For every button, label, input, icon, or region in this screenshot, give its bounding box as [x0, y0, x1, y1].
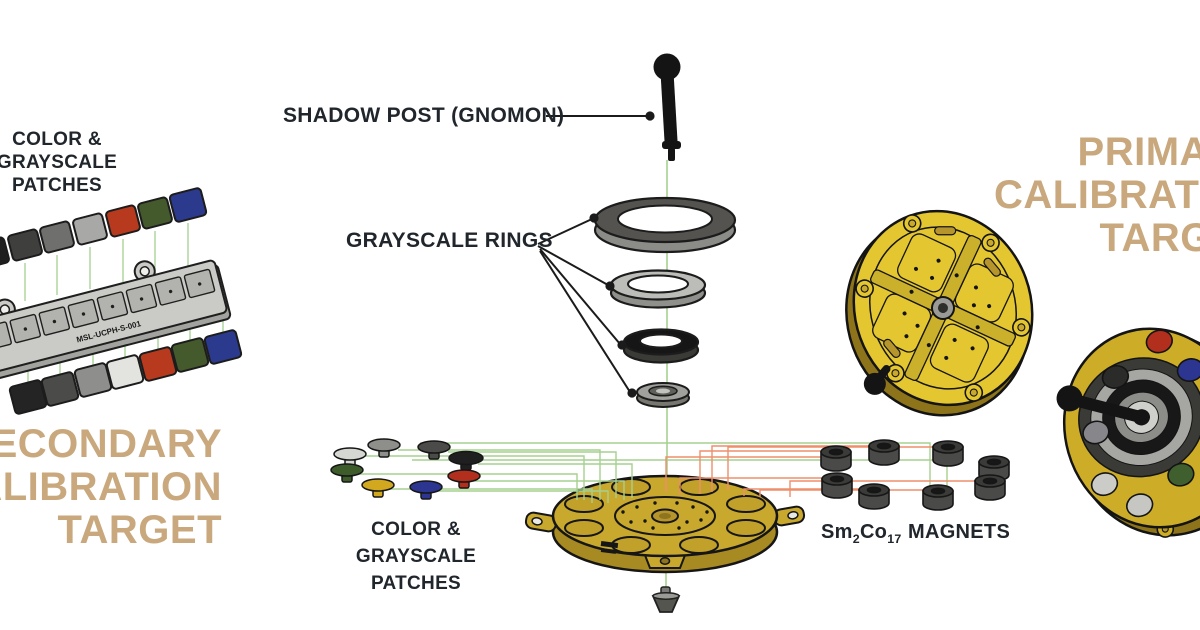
- magnets-label-subscript: 17: [887, 532, 902, 546]
- magnet: [868, 439, 900, 466]
- magnets-label-subscript: 2: [852, 532, 860, 546]
- secondary-patch-tile: [137, 196, 173, 230]
- secondary-patch-tile: [73, 362, 113, 398]
- primary-gnomon: [1056, 385, 1150, 426]
- label-line: COLOR &: [371, 519, 461, 540]
- primary-target-front: [1056, 327, 1200, 538]
- grayscale-ring-3: [622, 328, 700, 364]
- grayscale-ring-2: [609, 269, 707, 309]
- magnets-label-element: Co: [859, 521, 888, 543]
- grayscale-ring-4: [636, 382, 690, 408]
- patch-puck-blue: [409, 480, 443, 500]
- title-line: TARGET: [1099, 216, 1200, 260]
- magnets-label-text: MAGNETS: [907, 521, 1011, 543]
- magnets-label: Sm2Co17 MAGNETS: [821, 521, 1010, 551]
- secondary-patch-tile: [203, 329, 243, 365]
- magnet: [820, 445, 852, 472]
- secondary-patch-tile: [170, 337, 210, 373]
- patch-puck-dark-gray: [417, 440, 451, 460]
- secondary-target-tray: MSL-UCPH-S-001: [0, 259, 232, 383]
- grayscale-ring-1: [593, 196, 737, 254]
- magnet: [932, 440, 964, 467]
- magnet: [858, 483, 890, 510]
- patch-puck-gray: [367, 438, 401, 458]
- leader-grayscale-rings: [537, 213, 637, 398]
- primary-target-back: [845, 209, 1034, 417]
- patch-puck-green: [330, 463, 364, 483]
- mounting-screw: [651, 586, 681, 613]
- patch-puck-white: [333, 447, 367, 467]
- primary-disc-patches: [1082, 329, 1200, 518]
- secondary-patch-tile: [138, 346, 178, 382]
- patch-puck-red: [447, 469, 481, 489]
- title-line: TARGET: [57, 508, 222, 552]
- magnets-group: [820, 439, 1010, 511]
- secondary-patch-tile: [8, 379, 48, 415]
- leader-lines: [537, 111, 655, 398]
- shadow-post-gnomon: [653, 53, 681, 161]
- magnets-label-element: Sm: [821, 521, 853, 543]
- title-line: PRIMARY: [1077, 130, 1200, 174]
- magnet: [821, 472, 853, 499]
- secondary-patch-row-top: [0, 187, 208, 270]
- secondary-patch-tile: [72, 212, 108, 246]
- secondary-patches-label: COLOR & GRAYSCALE PATCHES: [0, 128, 120, 197]
- secondary-patch-tile: [0, 236, 10, 270]
- magnet: [974, 474, 1006, 501]
- secondary-patch-tile: [7, 228, 43, 262]
- secondary-target-assembly: MSL-UCPH-S-001: [0, 187, 243, 415]
- secondary-patch-tile: [168, 187, 208, 223]
- title-line: CALIBRATION: [994, 173, 1200, 217]
- secondary-patch-tile: [40, 371, 80, 407]
- patch-puck-yellow: [361, 478, 395, 498]
- patch-puck-black: [448, 450, 484, 471]
- primary-patches-label: COLOR & GRAYSCALE PATCHES: [345, 516, 487, 597]
- shadow-post-label: SHADOW POST (GNOMON): [283, 104, 565, 127]
- leader-shadow-post: [546, 111, 655, 121]
- label-line: PATCHES: [11, 175, 103, 196]
- label-line: COLOR &: [12, 129, 102, 150]
- label-line: PATCHES: [370, 573, 462, 594]
- patch-pucks: [330, 438, 484, 500]
- secondary-patch-row-bottom: [8, 329, 243, 415]
- label-line: GRAYSCALE: [0, 152, 118, 173]
- secondary-patch-tile: [39, 220, 75, 254]
- primary-base-plate: [524, 474, 806, 574]
- secondary-patch-tile: [105, 354, 145, 390]
- patch-connector-lines: [358, 442, 948, 503]
- primary-target-title: PRIMARY CALIBRATION TARGET: [994, 131, 1200, 260]
- magnet: [922, 484, 954, 511]
- grayscale-rings-label: GRAYSCALE RINGS: [346, 229, 553, 252]
- title-line: CALIBRATION: [0, 465, 222, 509]
- label-line: GRAYSCALE: [355, 546, 477, 567]
- secondary-patch-tile: [105, 204, 141, 238]
